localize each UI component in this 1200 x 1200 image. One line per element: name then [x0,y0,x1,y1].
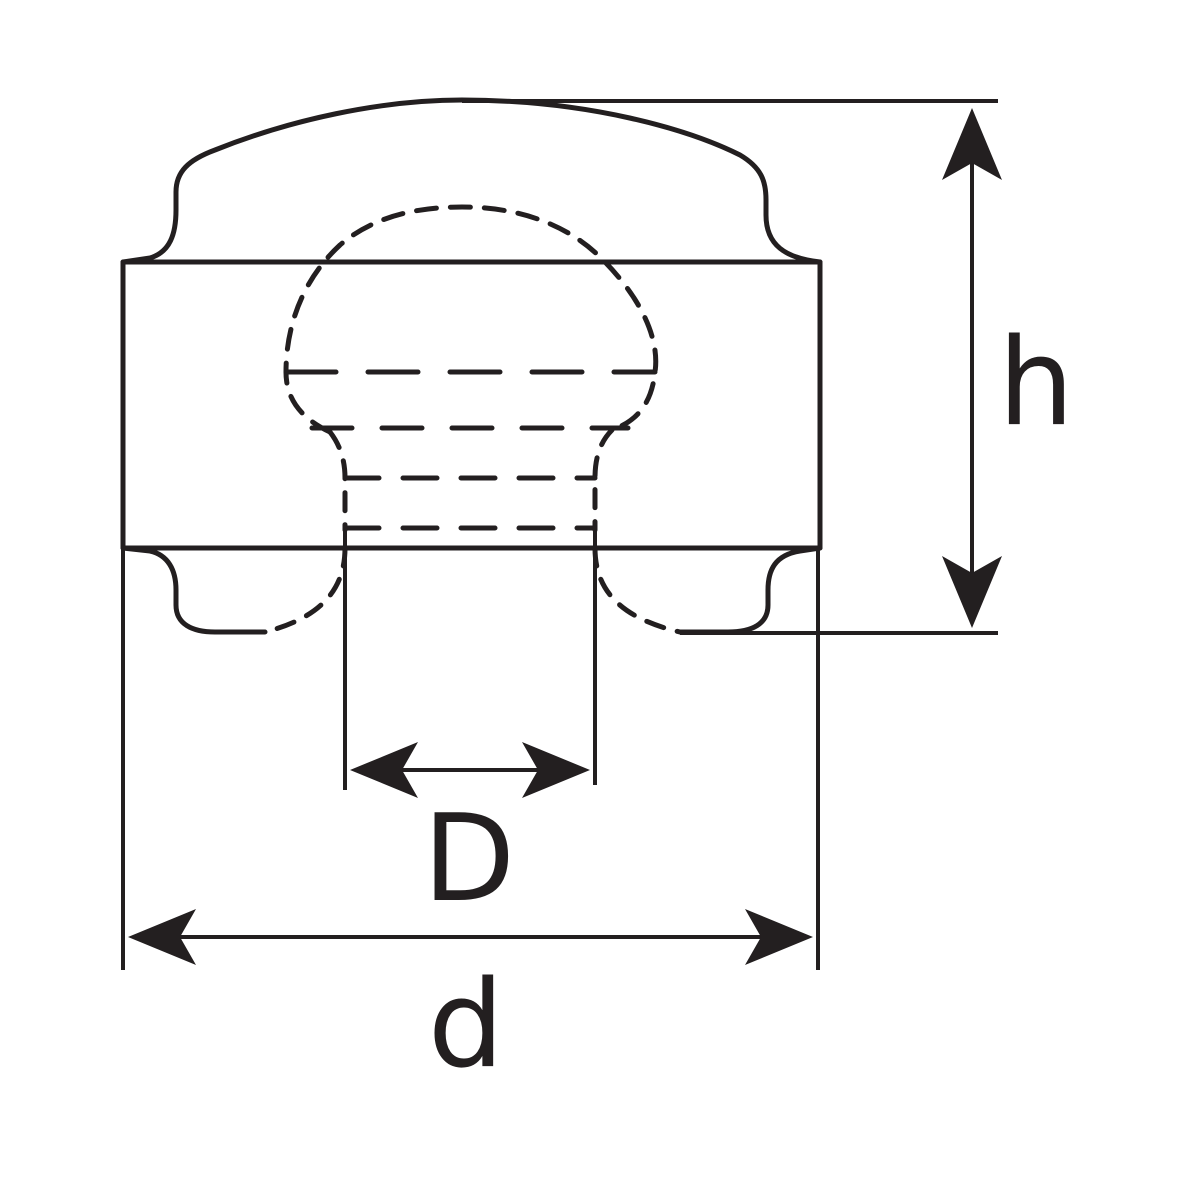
neck-right-hidden [592,427,615,533]
dimension-label-d: d [428,956,504,1095]
arrowhead-D-right [522,742,590,798]
dimension-outer-diameter: d [121,548,820,1095]
dimension-inner-diameter: D [343,530,597,929]
arrowhead-down [942,556,1002,628]
arrowhead-d-left [128,909,196,965]
dimension-label-h: h [998,314,1074,453]
ball-head-hidden [283,204,659,435]
bottom-foot-profile [120,545,268,635]
part-outline [120,97,823,635]
neck-left-hidden [327,429,348,533]
arrowhead-up [942,108,1002,180]
arrowhead-D-left [350,742,418,798]
bottom-foot-profile-right [677,545,823,635]
top-cap-profile [120,97,823,265]
lower-bulb-right-hidden [592,545,683,635]
arrowhead-d-right [745,909,813,965]
dimension-label-D: D [423,790,515,929]
body-rectangle [120,259,823,551]
lower-bulb-left-hidden [262,545,348,635]
hidden-features [262,204,683,635]
dimension-h: h [462,99,1074,635]
